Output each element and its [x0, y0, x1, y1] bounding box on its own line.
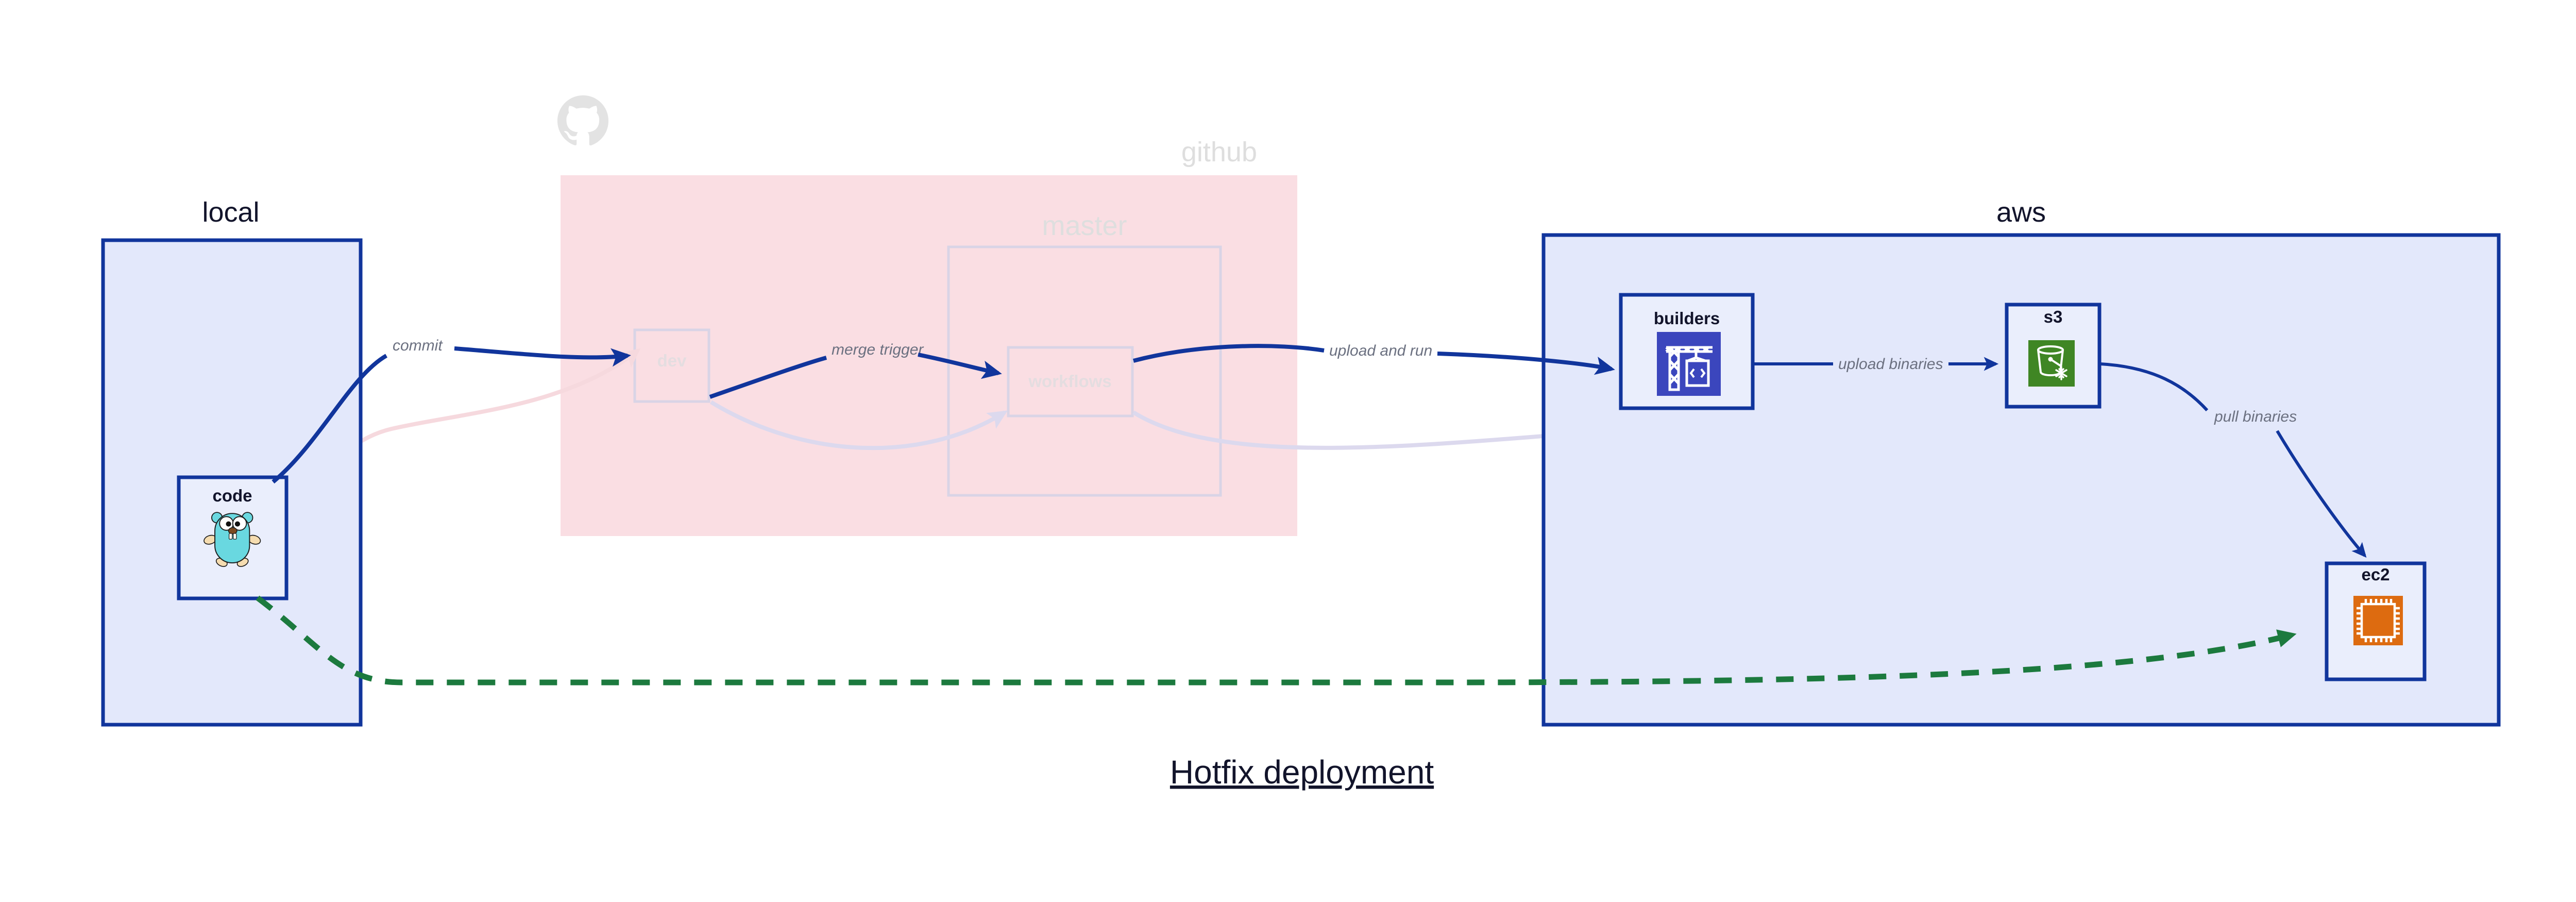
edge-dev-workflows-head	[918, 353, 1002, 379]
edge-label-upload-and-run: upload and run	[1329, 342, 1432, 359]
main-edges: commit merge trigger upload and run uplo…	[256, 337, 2367, 686]
node-ec2[interactable]: ec2	[2325, 561, 2427, 681]
node-workflows-box	[1007, 346, 1134, 417]
cluster-github-label: github	[1181, 137, 1257, 168]
cluster-aws-label: aws	[1996, 197, 2046, 228]
node-s3-label: s3	[2044, 307, 2063, 326]
go-gopher-icon	[204, 512, 261, 567]
node-ec2-label: ec2	[2361, 565, 2389, 584]
edge-label-merge-trigger: merge trigger	[832, 341, 924, 358]
cluster-local-label: local	[202, 197, 259, 228]
diagram-title: Hotfix deployment	[1170, 754, 1434, 791]
node-code[interactable]: code	[177, 475, 289, 600]
node-dev-label: dev	[657, 351, 687, 370]
node-s3[interactable]: s3	[2005, 303, 2102, 409]
cluster-local[interactable]: local code	[101, 197, 363, 727]
edge-code-dev-head	[454, 346, 631, 367]
edge-code-dev-tail	[272, 354, 387, 484]
node-builders[interactable]: builders	[1619, 293, 1755, 410]
node-dev[interactable]: dev	[633, 328, 710, 403]
node-code-label: code	[212, 486, 252, 505]
faded-edge-dev-workflows	[709, 400, 1008, 450]
node-workflows[interactable]: workflows	[1007, 346, 1134, 417]
edge-code-ec2-dashed	[256, 595, 2297, 686]
edge-workflows-builders-tail	[1132, 344, 1325, 363]
github-octocat-icon	[557, 95, 608, 146]
edge-workflows-builders-head	[1437, 352, 1615, 375]
subcluster-master-box	[947, 245, 1222, 497]
edge-label-pull-binaries: pull binaries	[2214, 408, 2297, 425]
edge-label-commit: commit	[393, 337, 443, 354]
cluster-aws[interactable]: aws builders	[1541, 197, 2501, 727]
subcluster-master-label: master	[1042, 210, 1127, 241]
edge-dev-workflows-tail	[709, 356, 827, 399]
node-builders-label: builders	[1654, 309, 1720, 328]
aws-ec2-chip-icon	[2353, 596, 2403, 645]
edge-s3-ec2-head	[2276, 430, 2367, 558]
aws-s3-glacier-bucket-icon	[2028, 340, 2075, 387]
aws-codebuild-crane-icon	[1657, 332, 1721, 396]
faded-edge-workflows-out	[1132, 410, 1582, 450]
edge-s3-ec2-tail	[2100, 362, 2209, 412]
edge-label-upload-binaries: upload binaries	[1838, 356, 1943, 373]
subcluster-master[interactable]: master	[947, 210, 1222, 497]
cluster-github[interactable]: github master dev workflows	[557, 95, 1297, 536]
node-workflows-label: workflows	[1028, 372, 1111, 391]
